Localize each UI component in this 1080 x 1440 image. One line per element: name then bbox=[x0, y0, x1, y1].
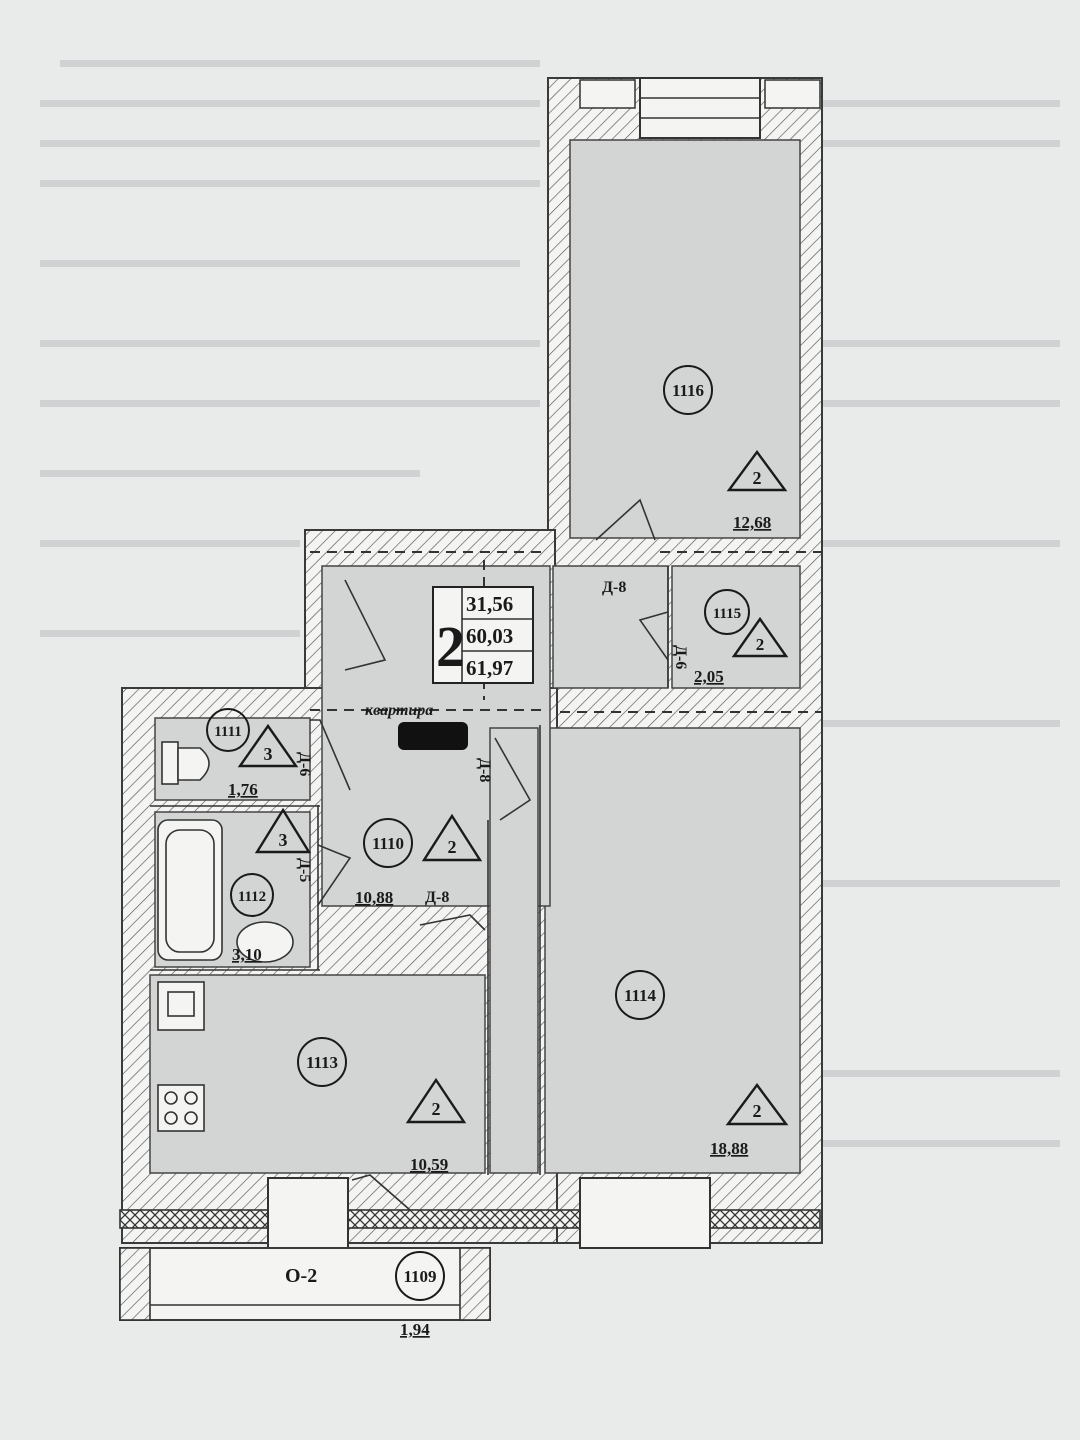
room-1111: 1111 3 1,76 bbox=[206, 708, 299, 799]
balcony bbox=[119, 1247, 491, 1321]
room-id: 1116 bbox=[672, 381, 704, 400]
room-area: 12,68 bbox=[733, 513, 771, 532]
stove-icon bbox=[157, 1084, 205, 1132]
background-document-text bbox=[40, 60, 1060, 1147]
redaction-mark bbox=[398, 722, 468, 750]
room-1116-floor bbox=[569, 139, 801, 539]
room-class: 2 bbox=[432, 1099, 441, 1119]
room-1110: 1110 2 10,88 bbox=[355, 813, 483, 907]
room-1114-floor bbox=[544, 727, 801, 1174]
room-area: 1,94 bbox=[400, 1320, 430, 1339]
door-label-d6-storage: Д-6 bbox=[672, 645, 689, 669]
apartment-total-area: 60,03 bbox=[466, 624, 513, 648]
room-area: 2,05 bbox=[694, 667, 724, 686]
apartment-rooms-count: 2 bbox=[436, 614, 465, 679]
room-id: 1110 bbox=[372, 834, 404, 853]
apartment-label: квартира bbox=[365, 702, 433, 719]
room-area: 18,88 bbox=[710, 1139, 748, 1158]
room-area: 10,59 bbox=[410, 1155, 448, 1174]
room-1111-floor bbox=[154, 717, 311, 801]
door-label-d8-top: Д-8 bbox=[602, 579, 626, 596]
room-class: 2 bbox=[448, 837, 457, 857]
room-1113: 1113 2 10,59 bbox=[297, 1037, 467, 1174]
bottom-wall bbox=[119, 1174, 821, 1249]
room-id: 1109 bbox=[403, 1267, 436, 1286]
door-label-d6-wc: Д-6 bbox=[296, 752, 313, 776]
room-class: 2 bbox=[756, 635, 765, 654]
room-1115-floor bbox=[671, 565, 801, 689]
hall-strip-floor bbox=[489, 727, 539, 1174]
room-class: 2 bbox=[753, 1101, 762, 1121]
door-swings bbox=[310, 498, 669, 931]
room-id: 1112 bbox=[238, 889, 266, 905]
room-class: 3 bbox=[264, 744, 273, 764]
room-class: 2 bbox=[753, 468, 762, 488]
room-1116: 1116 2 12,68 bbox=[663, 365, 788, 532]
room-id: 1114 bbox=[624, 986, 657, 1005]
room-area: 1,76 bbox=[228, 780, 258, 799]
room-1109: 1109 О-2 1,94 bbox=[285, 1251, 445, 1339]
toilet-icon bbox=[161, 741, 179, 785]
room-1114: 1114 2 18,88 bbox=[615, 970, 789, 1158]
room-id: 1111 bbox=[214, 724, 242, 740]
window-top bbox=[579, 77, 821, 139]
room-1113-floor bbox=[149, 974, 486, 1174]
apartment-summary: 2 31,56 60,03 61,97 квартира bbox=[365, 586, 534, 750]
apartment-living-area: 31,56 bbox=[466, 592, 513, 616]
room-area: 10,88 bbox=[355, 888, 393, 907]
room-id: 1115 bbox=[713, 606, 741, 622]
bathroom-fixtures bbox=[157, 741, 294, 1132]
washbasin-icon bbox=[236, 921, 294, 963]
balcony-label: О-2 bbox=[285, 1265, 317, 1287]
apartment-total-area-balcony: 61,97 bbox=[466, 656, 513, 680]
door-labels: Д-8 Д-6 Д-6 Д-5 Д-8 Д-8 bbox=[296, 579, 689, 906]
partitions bbox=[150, 551, 822, 1175]
toilet-bowl-icon bbox=[177, 747, 210, 781]
room-1115: 1115 2 2,05 bbox=[694, 589, 789, 686]
corridor-floor bbox=[552, 565, 669, 689]
door-label-d8-living: Д-8 bbox=[476, 758, 493, 782]
room-area: 3,10 bbox=[232, 945, 262, 964]
room-1112: 1112 3 3,10 bbox=[230, 807, 312, 964]
door-label-d8-hall: Д-8 bbox=[425, 889, 449, 906]
room-id: 1113 bbox=[306, 1053, 338, 1072]
door-label-d5-bath: Д-5 bbox=[296, 858, 313, 882]
room-class: 3 bbox=[279, 830, 288, 850]
